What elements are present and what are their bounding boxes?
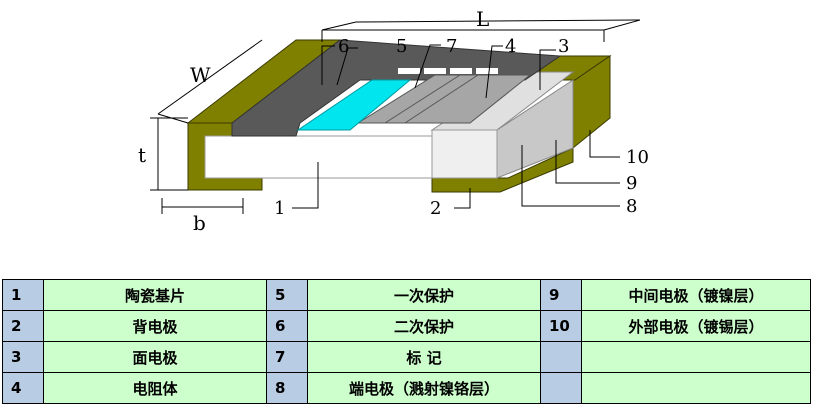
legend-name: 电阻体 <box>43 372 267 404</box>
table-row: 3 面电极 7 标 记 <box>2 341 811 373</box>
callout-3: 3 <box>558 36 569 57</box>
dim-length-label: L <box>476 7 489 31</box>
dim-thickness-label: t <box>138 143 146 167</box>
callout-9: 9 <box>626 173 637 194</box>
legend-number: 5 <box>266 279 308 311</box>
legend-number: 2 <box>2 310 44 342</box>
legend-number: 10 <box>540 310 582 342</box>
secondary-protection <box>231 39 562 137</box>
legend-name: 端电极（溅射镍铬层） <box>307 372 541 404</box>
legend-number: 9 <box>540 279 582 311</box>
table-row: 2 背电极 6 二次保护 10 外部电极（镀锡层） <box>2 310 811 342</box>
legend-table: 1 陶瓷基片 5 一次保护 9 中间电极（镀镍层） 2 背电极 6 二次保护 1… <box>2 279 811 404</box>
dim-band-label: b <box>193 211 206 235</box>
legend-number: 1 <box>2 279 44 311</box>
legend-name: 标 记 <box>307 341 541 373</box>
legend-number: 8 <box>266 372 308 404</box>
callout-5: 5 <box>396 36 407 57</box>
callout-4: 4 <box>505 36 516 57</box>
callout-1: 1 <box>274 198 285 219</box>
legend-name: 二次保护 <box>307 310 541 342</box>
legend-number: 7 <box>266 341 308 373</box>
legend-name: 外部电极（镀锡层） <box>581 310 811 342</box>
primary-protection <box>296 79 412 131</box>
legend-name <box>581 341 811 373</box>
table-row: 4 电阻体 8 端电极（溅射镍铬层） <box>2 372 811 404</box>
callout-6: 6 <box>338 36 349 57</box>
legend-name: 背电极 <box>43 310 267 342</box>
legend-number <box>540 341 582 373</box>
callout-10: 10 <box>626 147 649 168</box>
right-outer-electrode-bottom <box>431 147 574 193</box>
callout-8: 8 <box>626 196 637 217</box>
table-row: 1 陶瓷基片 5 一次保护 9 中间电极（镀镍层） <box>2 279 811 311</box>
end-electrode-front <box>431 129 498 179</box>
legend-name <box>581 372 811 404</box>
callout-7: 7 <box>446 36 457 57</box>
legend-number: 4 <box>2 372 44 404</box>
resistor-trim-line <box>404 74 479 124</box>
marking <box>398 68 498 74</box>
legend-number: 3 <box>2 341 44 373</box>
legend-name: 面电极 <box>43 341 267 373</box>
legend-number <box>540 372 582 404</box>
legend-name: 一次保护 <box>307 279 541 311</box>
legend-number: 6 <box>266 310 308 342</box>
callout-2: 2 <box>430 198 441 219</box>
chip-resistor-diagram: L W t b 1 2 3 4 5 6 7 8 9 10 <box>138 7 649 235</box>
legend-name: 中间电极（镀镍层） <box>581 279 811 311</box>
dim-width-label: W <box>190 63 211 87</box>
legend-name: 陶瓷基片 <box>43 279 267 311</box>
resistor-trim-line <box>384 74 461 124</box>
